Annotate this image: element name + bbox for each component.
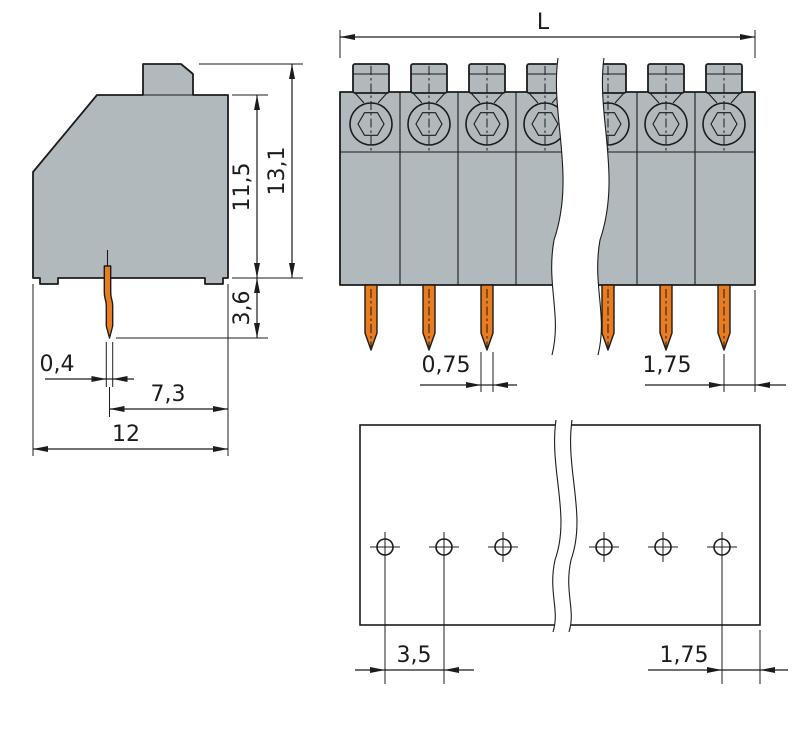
drill-hole bbox=[588, 531, 620, 563]
drilling-plan-right-section bbox=[568, 424, 761, 626]
drilling-plan: 3,5 1,75 bbox=[355, 419, 788, 684]
dim-label-overall-length: L bbox=[537, 10, 550, 35]
dim-label-pin-offset: 7,3 bbox=[151, 382, 186, 407]
front-view-right-section bbox=[597, 63, 756, 286]
dim-label-housing-height: 11,5 bbox=[230, 163, 255, 212]
side-view: 11,5 13,1 3,6 0,4 7,3 12 bbox=[32, 63, 303, 456]
front-view-left-section bbox=[339, 63, 564, 286]
housing-body-right bbox=[597, 91, 756, 286]
front-view: L 0,75 1,75 bbox=[339, 10, 786, 392]
pcb-outline-right bbox=[568, 424, 761, 626]
dim-label-pin-width: 0,4 bbox=[40, 352, 75, 377]
side-view-dimensions: 11,5 13,1 3,6 0,4 7,3 12 bbox=[32, 63, 303, 456]
drill-hole bbox=[647, 531, 679, 563]
housing-body-left bbox=[339, 91, 564, 286]
break-line bbox=[597, 57, 610, 356]
side-view-housing bbox=[32, 63, 229, 285]
break-line bbox=[568, 419, 578, 633]
dim-label-overall-height: 13,1 bbox=[265, 147, 290, 196]
front-view-pins bbox=[364, 284, 731, 351]
dim-label-hole-edge: 1,75 bbox=[660, 643, 709, 668]
dim-label-hole-pitch: 3,5 bbox=[397, 643, 432, 668]
break-line bbox=[552, 419, 562, 633]
dim-label-pin-width: 0,75 bbox=[422, 353, 471, 378]
dim-label-pin-protrusion: 3,6 bbox=[230, 291, 255, 326]
drill-hole bbox=[487, 531, 519, 563]
dim-label-edge-distance: 1,75 bbox=[643, 353, 692, 378]
drilling-plan-dimensions: 3,5 1,75 bbox=[355, 557, 788, 684]
drilling-plan-left-section bbox=[359, 424, 561, 626]
front-view-dimensions: L 0,75 1,75 bbox=[339, 10, 786, 392]
pin-centerlines bbox=[370, 289, 725, 347]
side-view-solder-pin bbox=[103, 265, 114, 339]
dim-label-overall-depth: 12 bbox=[112, 422, 140, 447]
pcb-outline-left bbox=[359, 424, 561, 626]
break-line bbox=[551, 57, 564, 356]
housing-profile bbox=[32, 63, 229, 285]
drill-holes bbox=[369, 531, 738, 563]
